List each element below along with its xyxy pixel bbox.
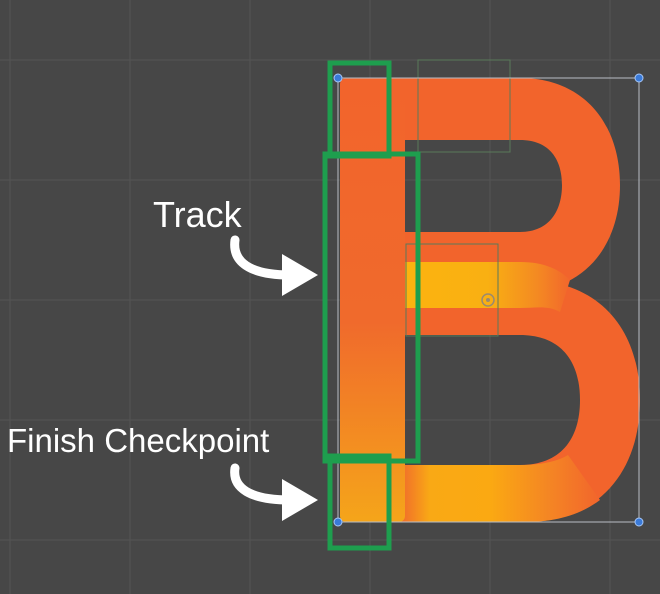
curved-arrow-icon — [230, 235, 318, 296]
highlight-box-finish — [327, 453, 392, 551]
resize-handle-bottom-left[interactable] — [333, 517, 343, 527]
collider-box-top — [417, 59, 511, 153]
letter-b-top-bowl — [345, 78, 620, 292]
resize-handle-top-right[interactable] — [634, 73, 644, 83]
letter-b-stem — [340, 78, 405, 522]
letter-b-middle-bar — [405, 262, 570, 312]
resize-handle-bottom-right[interactable] — [634, 517, 644, 527]
collider-outlines — [405, 59, 511, 337]
selection-outline — [337, 77, 640, 523]
highlight-box-track — [322, 151, 421, 464]
letter-b-sprite[interactable] — [340, 78, 640, 522]
collider-box-middle — [405, 243, 499, 337]
selection-rect[interactable] — [333, 73, 644, 527]
track-label: Track — [153, 194, 243, 235]
letter-b-bottom-bar — [400, 455, 600, 522]
curved-arrow-icon — [230, 463, 318, 521]
highlight-boxes — [322, 60, 421, 551]
resize-handle-top-left[interactable] — [333, 73, 343, 83]
pivot-circle-icon[interactable] — [481, 293, 495, 307]
finish-checkpoint-label: Finish Checkpoint — [7, 422, 269, 459]
